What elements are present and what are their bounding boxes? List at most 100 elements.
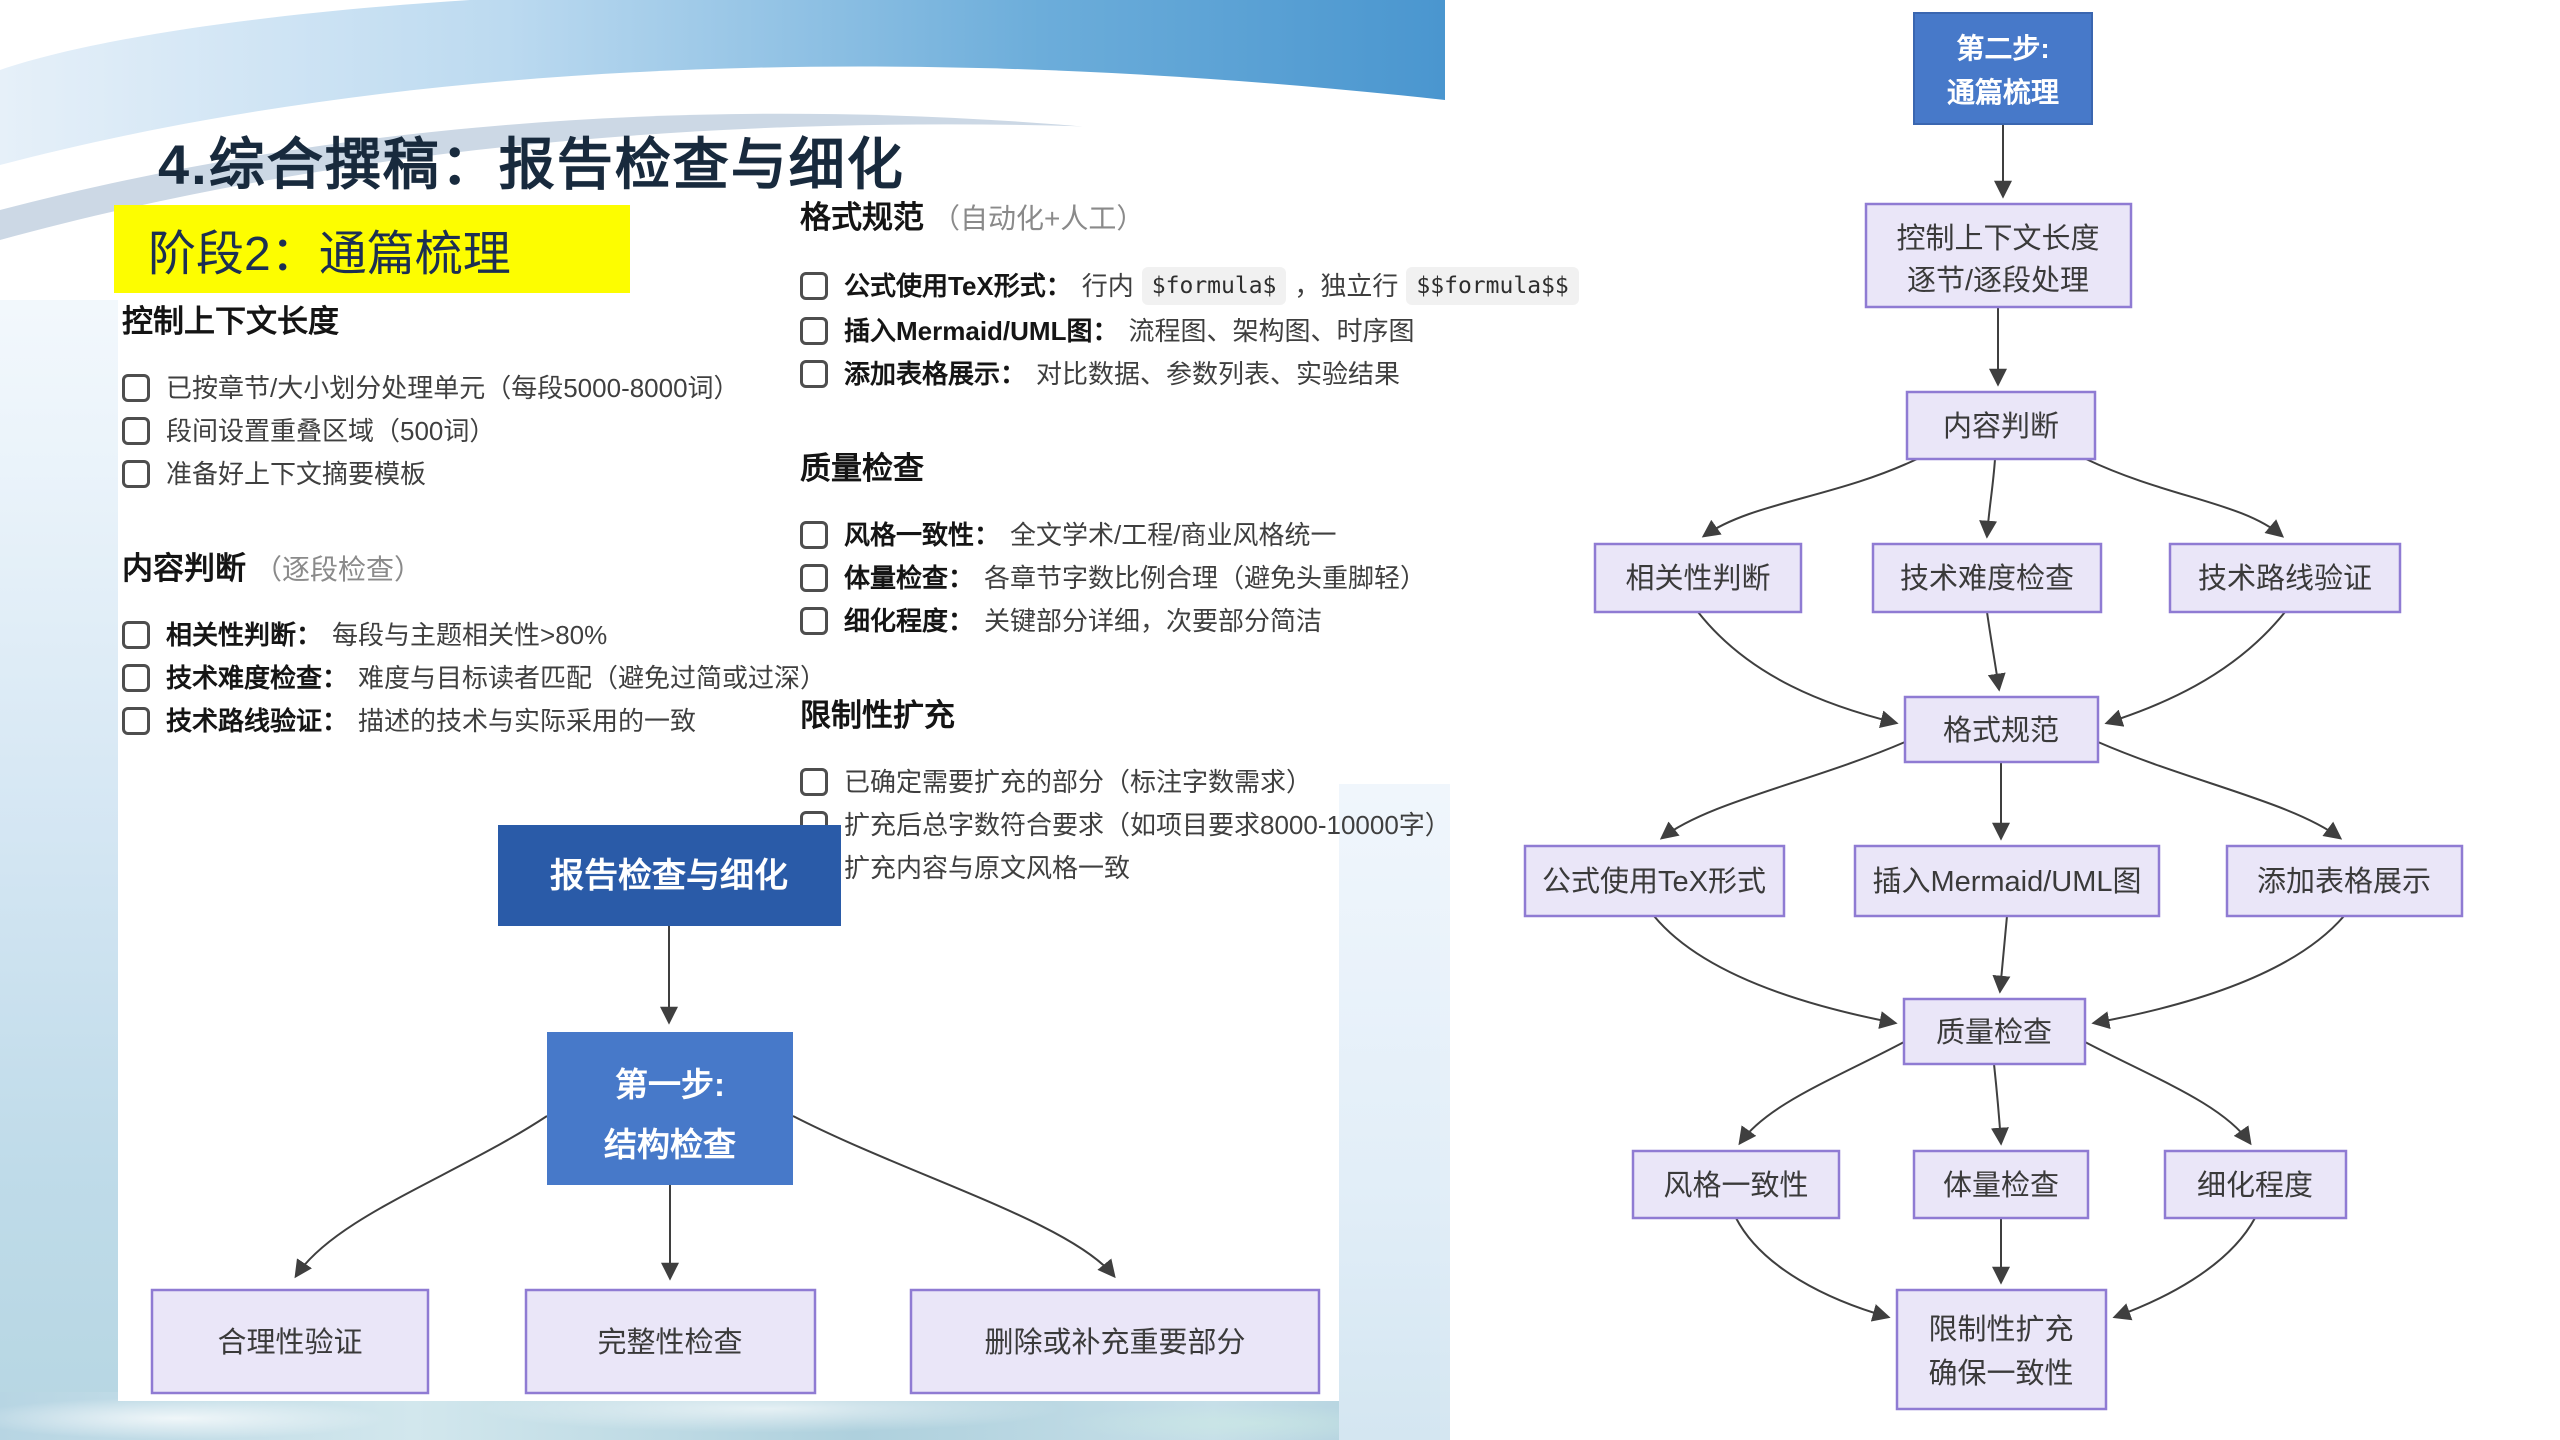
checkbox[interactable]: [800, 768, 828, 796]
svg-text:技术难度检查: 技术难度检查: [1900, 562, 2074, 595]
svg-text:通篇梳理: 通篇梳理: [1947, 76, 2059, 108]
node-style-consistency[interactable]: 风格一致性: [1631, 1149, 1841, 1220]
item-text: 已确定需要扩充的部分（标注字数需求）: [844, 767, 1313, 797]
heading-text: 内容判断: [122, 551, 246, 586]
item-text: 描述的技术与实际采用的一致: [358, 706, 697, 736]
checkbox[interactable]: [800, 521, 828, 549]
svg-text:限制性扩充: 限制性扩充: [1928, 1313, 2073, 1346]
flowchart-right-edges: [1653, 124, 2345, 1322]
heading-text: 限制性扩充: [800, 698, 955, 733]
item-lead: 风格一致性：: [844, 520, 1001, 550]
section-format-spec: 格式规范（自动化+人工） 公式使用TeX形式：行内$formula$，独立行$$…: [800, 192, 1579, 391]
checkbox[interactable]: [800, 272, 828, 300]
node-completeness-check[interactable]: 完整性检查: [524, 1288, 817, 1395]
checkbox[interactable]: [122, 664, 150, 692]
checklist-item: 已确定需要扩充的部分（标注字数需求）: [800, 765, 1545, 799]
node-step2-full-pass[interactable]: 第二步: 通篇梳理: [1913, 12, 2093, 125]
item-text: 流程图、架构图、时序图: [1128, 316, 1415, 346]
node-detail-level[interactable]: 细化程度: [2163, 1149, 2348, 1220]
item-text: 段间设置重叠区域（500词）: [166, 416, 496, 446]
item-text: 各章节字数比例合理（避免头重脚轻）: [984, 563, 1427, 593]
node-rationality-verify[interactable]: 合理性验证: [150, 1288, 430, 1395]
section-heading: 限制性扩充: [800, 690, 1545, 735]
item-lead: 插入Mermaid/UML图：: [844, 316, 1119, 346]
svg-text:报告检查与细化: 报告检查与细化: [550, 856, 788, 895]
svg-text:体量检查: 体量检查: [1943, 1169, 2059, 1202]
checkbox[interactable]: [122, 460, 150, 488]
checklist-item: 风格一致性： 全文学术/工程/商业风格统一: [800, 518, 1545, 552]
node-volume-check[interactable]: 体量检查: [1912, 1149, 2090, 1220]
node-report-check-refine[interactable]: 报告检查与细化: [498, 825, 841, 926]
node-table-display[interactable]: 添加表格展示: [2225, 844, 2464, 918]
node-format-spec[interactable]: 格式规范: [1903, 695, 2100, 764]
checkbox[interactable]: [122, 417, 150, 445]
checkbox[interactable]: [800, 360, 828, 388]
node-route-verify[interactable]: 技术路线验证: [2168, 542, 2402, 614]
checklist-item: 体量检查：各章节字数比例合理（避免头重脚轻）: [800, 561, 1545, 595]
item-text: ，独立行: [1294, 271, 1399, 301]
item-text: 扩充内容与原文风格一致: [844, 853, 1131, 883]
node-restricted-expansion[interactable]: 限制性扩充 确保一致性: [1895, 1288, 2108, 1411]
svg-text:添加表格展示: 添加表格展示: [2257, 865, 2431, 898]
svg-text:相关性判断: 相关性判断: [1625, 562, 1770, 595]
checklist-item: 扩充后总字数符合要求（如项目要求8000-10000字）: [800, 808, 1545, 842]
node-relevance-judge[interactable]: 相关性判断: [1593, 542, 1803, 614]
node-context-length[interactable]: 控制上下文长度 逐节/逐段处理: [1864, 202, 2133, 309]
heading-text: 质量检查: [800, 451, 924, 486]
page-title: 4.综合撰稿：报告检查与细化: [158, 133, 905, 196]
heading-text: 控制上下文长度: [122, 304, 339, 339]
heading-note: （逐段检查）: [254, 554, 423, 585]
node-difficulty-check[interactable]: 技术难度检查: [1871, 542, 2103, 614]
checklist-item: 细化程度：关键部分详细，次要部分简洁: [800, 604, 1545, 638]
node-tex-formula[interactable]: 公式使用TeX形式: [1523, 844, 1786, 918]
checkbox[interactable]: [800, 564, 828, 592]
checkbox[interactable]: [800, 317, 828, 345]
node-delete-supplement[interactable]: 删除或补充重要部分: [909, 1288, 1321, 1395]
section-heading: 内容判断 （逐段检查）: [122, 543, 822, 588]
svg-text:技术路线验证: 技术路线验证: [2198, 562, 2372, 595]
item-text: 行内: [1081, 271, 1134, 301]
checkbox[interactable]: [800, 607, 828, 635]
node-step1-structure-check[interactable]: 第一步: 结构检查: [547, 1032, 793, 1185]
item-text: 全文学术/工程/商业风格统一: [1010, 520, 1337, 550]
item-lead: 技术路线验证：: [166, 706, 349, 736]
section-heading: 格式规范（自动化+人工）: [800, 192, 1545, 237]
svg-text:第二步:: 第二步:: [1956, 32, 2049, 64]
checkbox[interactable]: [122, 374, 150, 402]
checklist-item: 添加表格展示： 对比数据、参数列表、实验结果: [800, 357, 1545, 391]
item-text: 已按章节/大小划分处理单元（每段5000-8000词）: [166, 373, 740, 403]
svg-text:结构检查: 结构检查: [604, 1126, 736, 1163]
flowchart-left-edges: [294, 926, 1116, 1281]
svg-text:逐节/逐段处理: 逐节/逐段处理: [1907, 264, 2089, 297]
svg-text:第一步:: 第一步:: [615, 1066, 725, 1103]
section-quality-check: 质量检查 风格一致性： 全文学术/工程/商业风格统一 体量检查：各章节字数比例合理…: [800, 443, 1545, 638]
node-content-judge[interactable]: 内容判断: [1905, 390, 2097, 461]
node-quality-check[interactable]: 质量检查: [1902, 997, 2087, 1066]
svg-text:确保一致性: 确保一致性: [1928, 1357, 2073, 1390]
checkbox[interactable]: [122, 707, 150, 735]
item-lead: 公式使用TeX形式：: [844, 271, 1072, 301]
svg-text:插入Mermaid/UML图: 插入Mermaid/UML图: [1872, 865, 2141, 898]
panel-gap-strip: [1339, 784, 1450, 1440]
section-context-length: 控制上下文长度 已按章节/大小划分处理单元（每段5000-8000词） 段间设置…: [122, 296, 822, 491]
node-mermaid-uml[interactable]: 插入Mermaid/UML图: [1853, 844, 2161, 918]
section-heading: 质量检查: [800, 443, 1545, 488]
phase-highlight: 阶段2：通篇梳理: [114, 205, 630, 293]
item-text: 每段与主题相关性>80%: [332, 620, 608, 650]
svg-text:风格一致性: 风格一致性: [1663, 1169, 1808, 1202]
item-text: 难度与目标读者匹配（避免过简或过深）: [358, 663, 827, 693]
svg-text:质量检查: 质量检查: [1936, 1016, 2052, 1049]
item-lead: 添加表格展示：: [844, 359, 1027, 389]
svg-text:公式使用TeX形式: 公式使用TeX形式: [1542, 865, 1766, 898]
checkbox[interactable]: [122, 621, 150, 649]
item-lead: 相关性判断：: [166, 620, 323, 650]
svg-text:控制上下文长度: 控制上下文长度: [1896, 222, 2099, 255]
checklist-item: 技术路线验证： 描述的技术与实际采用的一致: [122, 704, 822, 738]
left-background-strip: [0, 90, 118, 1440]
svg-text:格式规范: 格式规范: [1943, 714, 2059, 747]
svg-text:完整性检查: 完整性检查: [597, 1326, 742, 1359]
item-text: 对比数据、参数列表、实验结果: [1036, 359, 1401, 389]
checklist-item: 公式使用TeX形式：行内$formula$，独立行$$formula$$: [800, 267, 1579, 305]
svg-text:细化程度: 细化程度: [2197, 1169, 2313, 1202]
